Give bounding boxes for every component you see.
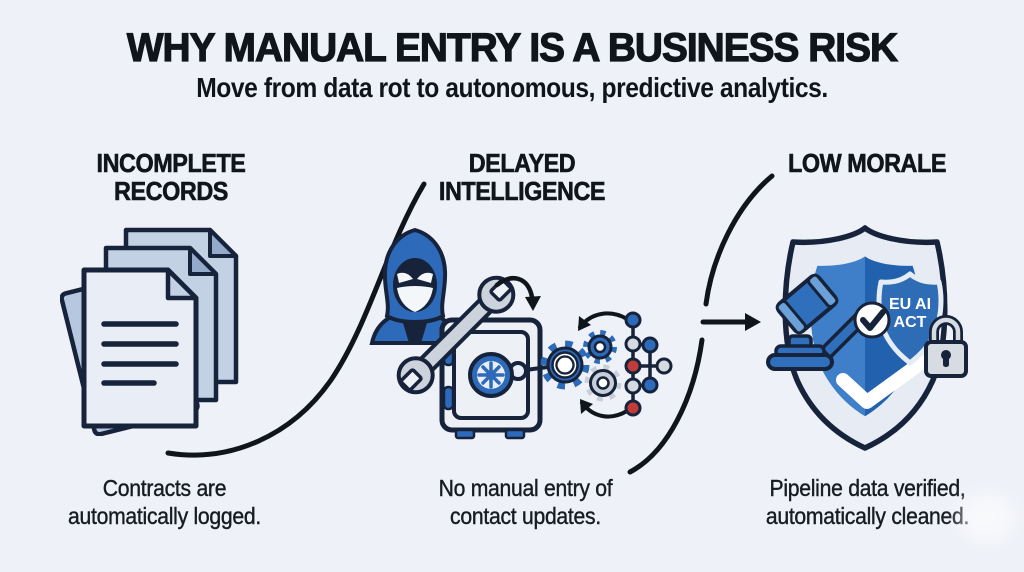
caption-line: automatically cleaned. [765, 503, 970, 529]
eu-ai-act-badge: EU AI ACT [876, 271, 944, 366]
caption-line: automatically logged. [68, 503, 262, 529]
badge-text-line1: EU AI [889, 296, 931, 313]
padlock-icon [924, 315, 968, 378]
caption-incomplete-records: Contracts are automatically logged. [43, 474, 287, 530]
column-heading-delayed-intelligence: DELAYED INTELLIGENCE [405, 148, 639, 206]
safe-foot [504, 428, 526, 440]
caption-low-morale: Pipeline data verified, automatically cl… [746, 474, 990, 530]
caption-delayed-intelligence: No manual entry of contact updates. [404, 474, 648, 530]
watermark [958, 492, 1016, 544]
hooded-hacker-icon [369, 227, 461, 345]
column-heading-low-morale: LOW MORALE [750, 148, 984, 178]
node-gray [624, 377, 642, 395]
heading-line: INCOMPLETE [96, 148, 246, 178]
node-blue [624, 311, 642, 329]
compliance-shield-icon: EU AI ACT [766, 225, 968, 451]
curved-down-arrow-icon [494, 276, 541, 311]
hacker-eye-left [397, 272, 413, 283]
badge-text-line2: ACT [894, 314, 927, 331]
document-text-lines [101, 321, 179, 386]
flow-curve-right-upper [703, 173, 775, 307]
hacker-eye-right [417, 272, 433, 283]
node-gray [624, 335, 642, 353]
checkmark-circle-icon [853, 301, 891, 339]
cycle-arrows-icon [578, 311, 629, 419]
documents-stack-icon [60, 227, 239, 436]
safe-dial [468, 352, 514, 398]
big-checkmark-icon [836, 355, 929, 409]
page-front [81, 267, 199, 429]
safe-hinge [442, 385, 455, 411]
caption-line: Pipeline data verified, [769, 475, 966, 501]
flow-curve-right-lower [627, 337, 705, 475]
heading-line: DELAYED [468, 148, 576, 178]
heading-line: INTELLIGENCE [438, 176, 606, 206]
node-blue [641, 376, 659, 394]
heading-line: LOW MORALE [788, 148, 947, 178]
hacker-mask [397, 286, 433, 312]
caption-line: No manual entry of [438, 475, 613, 501]
safe-icon [439, 317, 549, 440]
ai-gear-icon [540, 340, 590, 390]
safe-foot [454, 428, 476, 440]
flow-arrow-icon [700, 313, 761, 331]
page-subtitle: Move from data rot to autonomous, predic… [196, 72, 828, 103]
gavel-icon [766, 273, 870, 371]
heading-line: RECORDS [114, 176, 229, 206]
gavel-base [766, 334, 834, 371]
data-network-icon [624, 311, 673, 417]
blue-gear-icon [583, 330, 617, 364]
node-blue [641, 336, 659, 354]
hacker-safe-ai-gears-icon [369, 227, 673, 440]
node-red [624, 399, 642, 417]
page-title: WHY MANUAL ENTRY IS A BUSINESS RISK [126, 25, 898, 70]
node-gray [655, 357, 673, 375]
caption-line: Contracts are [102, 475, 227, 501]
caption-line: contact updates. [450, 503, 602, 529]
node-red [624, 357, 642, 375]
gray-gear-icon [584, 364, 622, 402]
wrench-icon [396, 275, 516, 395]
column-heading-incomplete-records: INCOMPLETE RECORDS [54, 148, 288, 206]
